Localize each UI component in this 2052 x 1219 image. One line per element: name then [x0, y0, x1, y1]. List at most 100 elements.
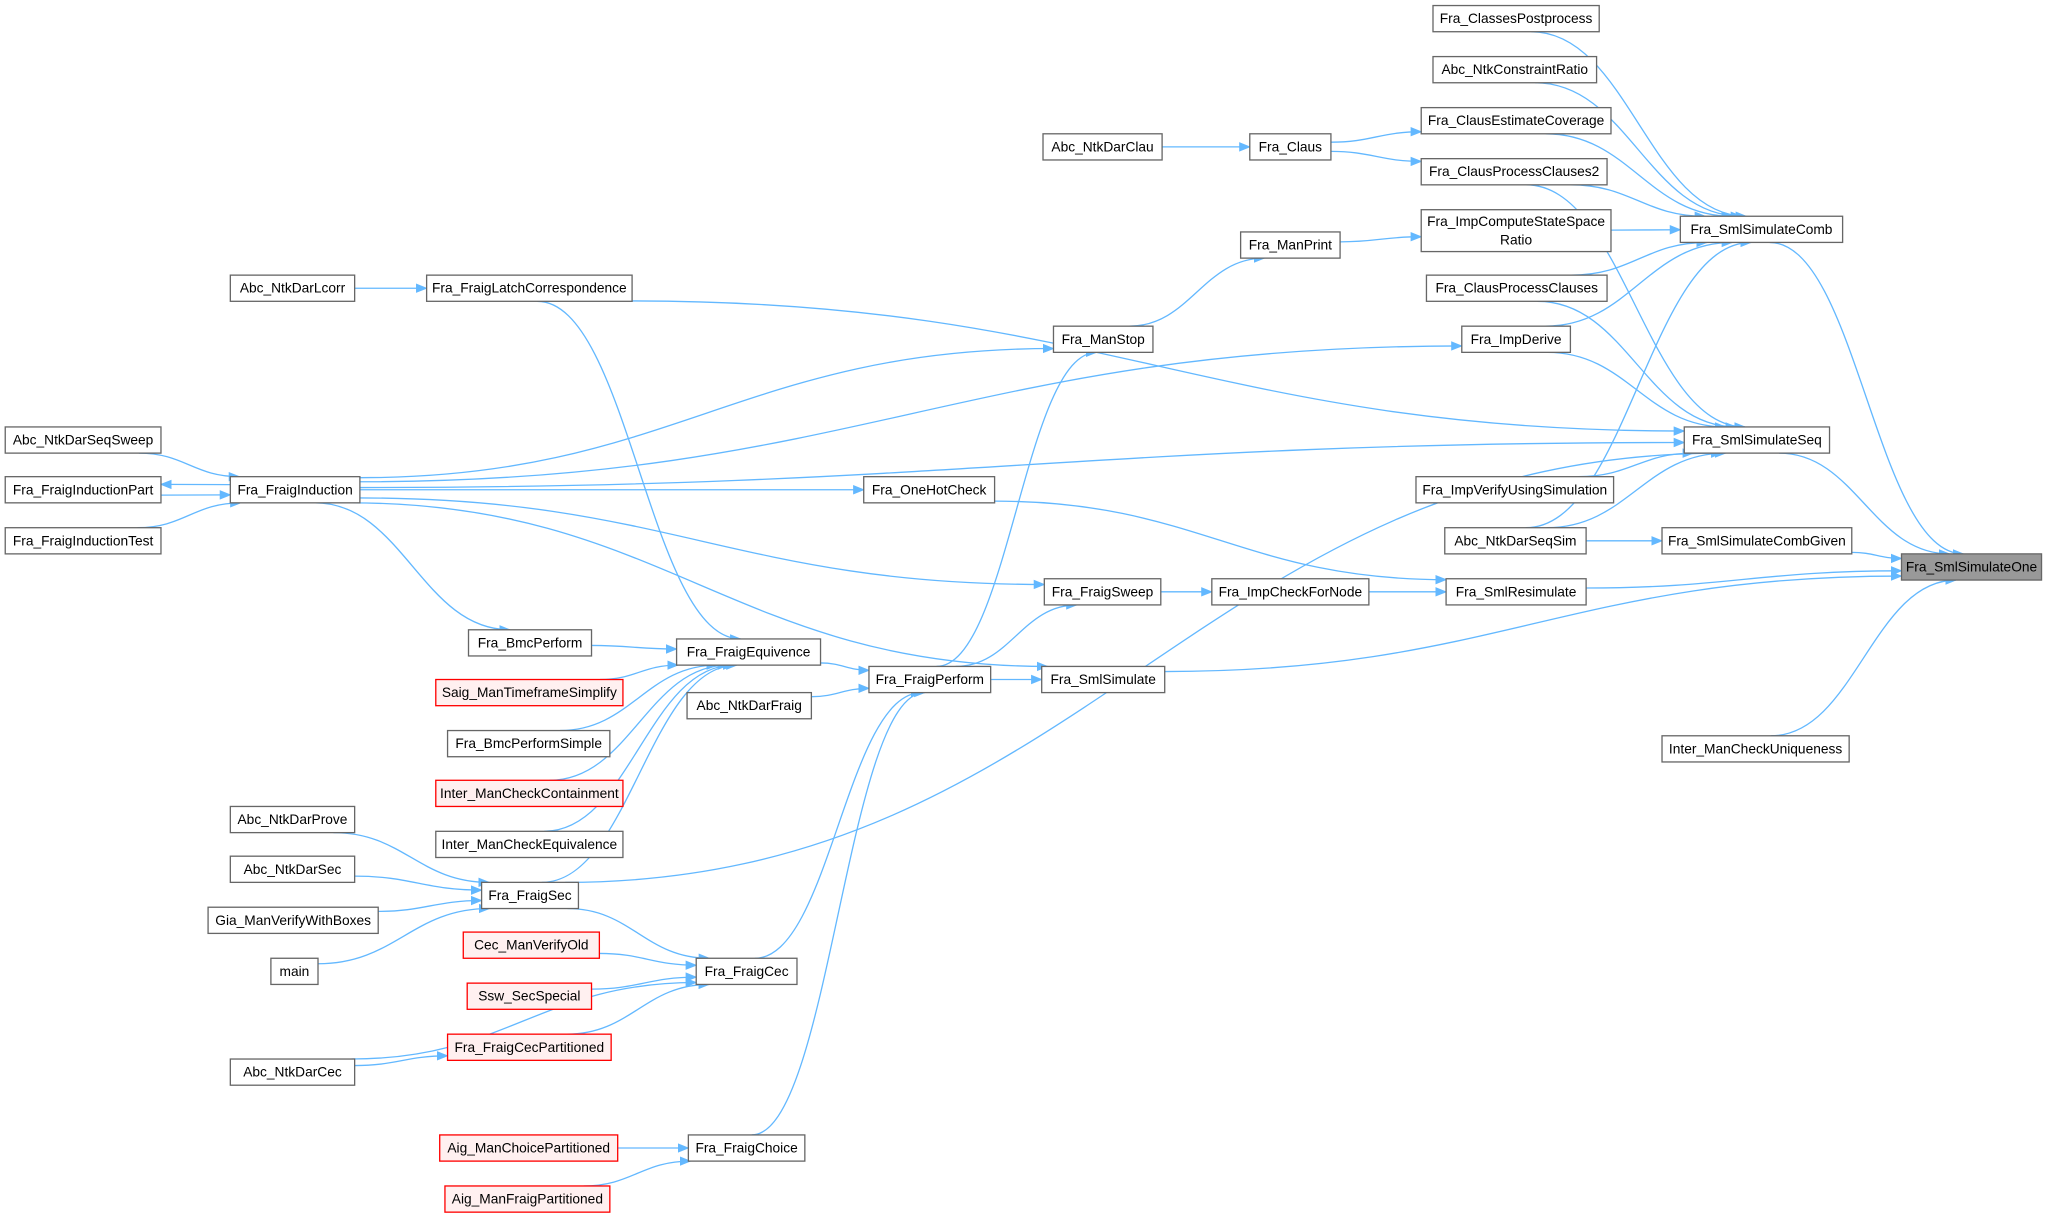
node-fra-fraiginductiontest[interactable]: Fra_FraigInductionTest	[4, 527, 162, 555]
node-box	[687, 1134, 806, 1162]
node-inter-mancheckcontainment[interactable]: Inter_ManCheckContainment	[435, 779, 624, 808]
node-abc-ntkdarfraig[interactable]: Abc_NtkDarFraig	[686, 691, 813, 720]
node-cec-manverifyold[interactable]: Cec_ManVerifyOld	[462, 931, 601, 959]
node-label: Fra_FraigSweep	[1052, 584, 1154, 599]
node-fra-fraigcecpartitioned[interactable]: Fra_FraigCecPartitioned	[446, 1033, 612, 1061]
node-box	[868, 665, 992, 694]
node-label: Fra_ManPrint	[1249, 238, 1332, 253]
node-main[interactable]: main	[270, 957, 319, 986]
node-abc-ntkdarseqsweep[interactable]: Abc_NtkDarSeqSweep	[4, 426, 162, 454]
edge-latchcorr-to-equiv	[537, 300, 742, 644]
node-fra-fraiginduction[interactable]: Fra_FraigInduction	[229, 476, 361, 504]
edge-main-to-fraigsec	[318, 903, 491, 965]
node-label: Ssw_SecSpecial	[478, 989, 580, 1004]
node-fra-fraigsec[interactable]: Fra_FraigSec	[480, 881, 580, 910]
edge-seqsim-to-comb	[1525, 237, 1753, 529]
node-fra-manprint[interactable]: Fra_ManPrint	[1239, 231, 1341, 259]
node-fra-impcheckfornode[interactable]: Fra_ImpCheckForNode	[1211, 578, 1370, 606]
node-fra-bmcperform[interactable]: Fra_BmcPerform	[467, 629, 593, 657]
node-abc-ntkdarcec[interactable]: Abc_NtkDarCec	[229, 1058, 356, 1086]
node-fra-fraigequivence[interactable]: Fra_FraigEquivence	[675, 638, 822, 666]
node-fra-bmcperformsimple[interactable]: Fra_BmcPerformSimple	[446, 729, 611, 758]
edge-cecold-to-fraigcec	[599, 952, 698, 970]
node-abc-ntkdarsec[interactable]: Abc_NtkDarSec	[229, 855, 356, 884]
edge-giaverify-to-fraigsec	[378, 895, 483, 913]
node-label: Fra_FraigSec	[488, 888, 571, 903]
node-box	[1211, 578, 1370, 606]
node-label: Fra_SmlSimulate	[1051, 672, 1157, 687]
node-fra-impderive[interactable]: Fra_ImpDerive	[1461, 325, 1572, 353]
node-aig-manfraigpartitioned[interactable]: Aig_ManFraigPartitioned	[444, 1185, 611, 1213]
node-aig-manchoicepartitioned[interactable]: Aig_ManChoicePartitioned	[439, 1134, 619, 1162]
node-saig-mantimeframesimplify[interactable]: Saig_ManTimeframeSimplify	[435, 678, 624, 707]
node-inter-mancheckequivalence[interactable]: Inter_ManCheckEquivalence	[435, 830, 624, 859]
node-abc-ntkdarseqsim[interactable]: Abc_NtkDarSeqSim	[1444, 527, 1587, 555]
node-gia-manverifywithboxes[interactable]: Gia_ManVerifyWithBoxes	[207, 906, 379, 935]
edge-bmc-to-equiv	[591, 644, 678, 654]
node-box	[1432, 4, 1600, 33]
node-label: Fra_BmcPerformSimple	[455, 736, 602, 751]
node-label: Fra_ClassesPostprocess	[1440, 11, 1593, 26]
node-fra-classespostprocess[interactable]: Fra_ClassesPostprocess	[1432, 4, 1600, 33]
edge-layer	[137, 31, 1965, 1187]
node-fra-onehotcheck[interactable]: Fra_OneHotCheck	[863, 476, 996, 504]
edge-resim-to-one	[1586, 566, 1903, 589]
node-fra-fraigperform[interactable]: Fra_FraigPerform	[868, 665, 992, 694]
node-fra-smlsimulatecomb[interactable]: Fra_SmlSimulateComb	[1679, 215, 1844, 244]
node-box	[695, 957, 798, 986]
node-box	[1420, 209, 1612, 253]
node-ssw-secspecial[interactable]: Ssw_SecSpecial	[466, 982, 593, 1010]
node-fra-clausestimatecoverage[interactable]: Fra_ClausEstimateCoverage	[1420, 106, 1612, 135]
node-fra-clausprocessclauses2[interactable]: Fra_ClausProcessClauses2	[1420, 158, 1608, 186]
edge-induction-to-seq	[359, 437, 1686, 489]
edge-intequiv-to-equiv	[544, 660, 735, 832]
node-label: Fra_SmlSimulateOne	[1906, 559, 2038, 574]
edge-claus-to-estcov	[1330, 127, 1423, 143]
node-fra-fraigcec[interactable]: Fra_FraigCec	[695, 957, 798, 986]
node-box	[675, 638, 822, 666]
node-fra-smlresimulate[interactable]: Fra_SmlResimulate	[1445, 578, 1587, 606]
node-fra-fraigchoice[interactable]: Fra_FraigChoice	[687, 1134, 806, 1162]
node-box	[229, 805, 356, 834]
node-box	[1425, 274, 1608, 302]
edge-darcec-to-fraigcec	[351, 977, 698, 1060]
node-abc-ntkdarclau[interactable]: Abc_NtkDarClau	[1042, 133, 1163, 161]
edge-seqsweep-to-induction	[138, 452, 241, 482]
node-box	[1683, 426, 1831, 454]
node-label: Abc_NtkDarClau	[1051, 139, 1153, 154]
node-fra-smlsimulate[interactable]: Fra_SmlSimulate	[1041, 665, 1166, 694]
node-box	[435, 830, 624, 859]
node-label: Cec_ManVerifyOld	[474, 938, 589, 953]
node-box	[1661, 735, 1850, 763]
node-box	[1420, 106, 1612, 135]
node-fra-smlsimulatecombgiven[interactable]: Fra_SmlSimulateCombGiven	[1661, 527, 1853, 555]
node-fra-smlsimulateone[interactable]: Fra_SmlSimulateOne	[1900, 553, 2043, 581]
node-fra-manstop[interactable]: Fra_ManStop	[1052, 325, 1154, 353]
node-fra-fraigsweep[interactable]: Fra_FraigSweep	[1043, 578, 1162, 606]
node-fra-clausprocessclauses[interactable]: Fra_ClausProcessClauses	[1425, 274, 1608, 302]
node-fra-claus[interactable]: Fra_Claus	[1249, 133, 1332, 161]
node-label: Fra_FraigEquivence	[687, 645, 811, 660]
node-abc-ntkdarlcorr[interactable]: Abc_NtkDarLcorr	[229, 274, 356, 302]
node-box	[444, 1185, 611, 1213]
edge-seq-to-one	[1779, 452, 1951, 559]
node-fra-fraiglatchcorrespondence[interactable]: Fra_FraigLatchCorrespondence	[425, 274, 633, 302]
edge-comb-to-one	[1769, 241, 1965, 559]
node-abc-ntkconstraintratio[interactable]: Abc_NtkConstraintRatio	[1432, 55, 1598, 84]
node-label: Fra_ClausProcessClauses2	[1429, 164, 1599, 179]
node-box	[1041, 665, 1166, 694]
node-fra-impverifyusingsimulation[interactable]: Fra_ImpVerifyUsingSimulation	[1415, 476, 1615, 504]
edge-indtest-to-induction	[137, 498, 242, 529]
node-box	[1249, 133, 1332, 161]
node-fra-smlsimulateseq[interactable]: Fra_SmlSimulateSeq	[1683, 426, 1831, 454]
node-box	[1420, 158, 1608, 186]
edge-manprint-to-impcompute	[1340, 231, 1423, 243]
node-fra-fraiginductionpart[interactable]: Fra_FraigInductionPart	[4, 476, 162, 504]
node-label: Fra_OneHotCheck	[872, 482, 987, 497]
node-abc-ntkdarprove[interactable]: Abc_NtkDarProve	[229, 805, 356, 834]
node-label: Ratio	[1500, 232, 1532, 247]
node-inter-mancheckuniqueness[interactable]: Inter_ManCheckUniqueness	[1661, 735, 1850, 763]
edge-fraigsec-to-fraigcec	[567, 907, 711, 963]
